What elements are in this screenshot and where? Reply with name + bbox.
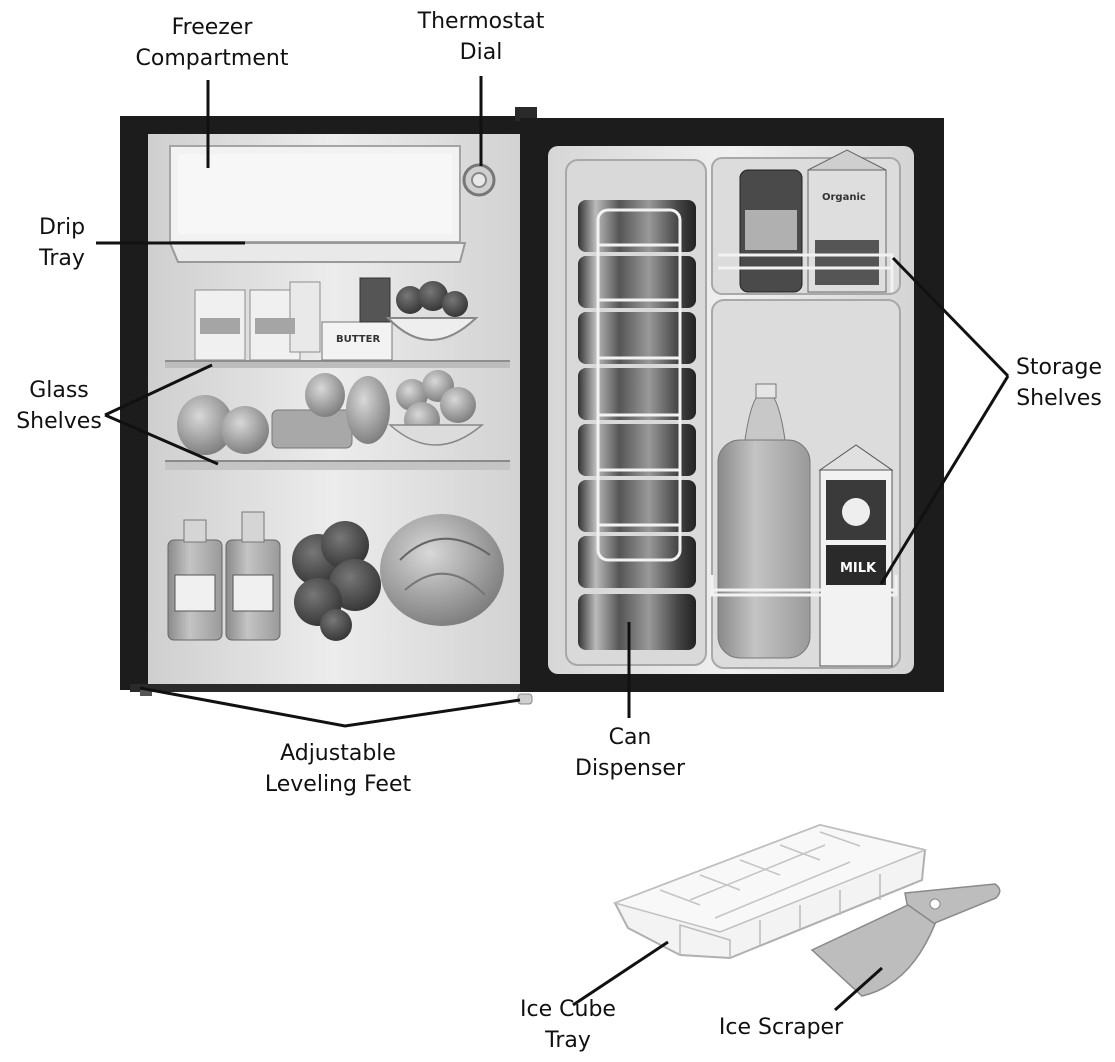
leader-ice-tray bbox=[572, 940, 669, 1007]
water-bottles bbox=[167, 511, 281, 641]
produce-middle bbox=[177, 370, 485, 455]
freezer-compartment bbox=[169, 145, 461, 243]
label-storage-shelves: Storage Shelves bbox=[1015, 355, 1103, 411]
label-ice-scraper: Ice Scraper bbox=[718, 1015, 844, 1040]
jam-jar bbox=[739, 169, 803, 293]
label-thermostat-dial: Thermostat Dial bbox=[417, 9, 545, 65]
door-hinge bbox=[515, 107, 537, 121]
yogurt-cups bbox=[194, 281, 321, 361]
can-dispenser-rack bbox=[596, 208, 682, 562]
organic-text: Organic bbox=[822, 192, 866, 203]
label-drip-tray: Drip Tray bbox=[38, 215, 86, 271]
leader-storage-upper bbox=[891, 256, 1010, 378]
broccoli bbox=[292, 521, 381, 641]
ice-scraper bbox=[810, 883, 1001, 997]
leader-glass-lower bbox=[104, 413, 219, 466]
glass-shelf-lower bbox=[165, 460, 510, 470]
leader-glass-upper bbox=[104, 363, 213, 417]
storage-shelf-upper-rail bbox=[718, 253, 894, 292]
label-glass-shelves: Glass Shelves bbox=[16, 378, 102, 434]
leader-lines bbox=[96, 76, 1010, 1012]
thermostat-dial bbox=[462, 163, 496, 197]
milk-carton: MILK bbox=[818, 444, 894, 667]
drip-tray bbox=[168, 242, 467, 263]
butter-text: BUTTER bbox=[336, 334, 380, 345]
juice-bottle bbox=[717, 383, 811, 659]
label-freezer-compartment: Freezer Compartment bbox=[135, 15, 289, 71]
fruit-bowl bbox=[385, 281, 479, 341]
label-adjustable-leveling-feet: Adjustable Leveling Feet bbox=[264, 741, 412, 797]
ice-cube-tray bbox=[612, 823, 928, 960]
label-ice-cube-tray: Ice Cube Tray bbox=[520, 997, 616, 1053]
milk-text: MILK bbox=[840, 561, 877, 576]
leader-feet bbox=[139, 686, 521, 728]
label-can-dispenser: Can Dispenser bbox=[575, 725, 685, 781]
organic-carton: Organic bbox=[807, 149, 887, 293]
leader-storage-lower bbox=[879, 375, 1010, 585]
jar bbox=[359, 277, 391, 323]
leveling-feet bbox=[140, 690, 533, 705]
can-stack bbox=[578, 200, 696, 650]
butter-box: BUTTER bbox=[321, 321, 393, 361]
storage-shelf-lower-rail bbox=[710, 575, 898, 597]
cabbage bbox=[380, 514, 504, 626]
glass-shelf-upper bbox=[165, 360, 510, 368]
leader-ice-scraper bbox=[834, 966, 883, 1012]
